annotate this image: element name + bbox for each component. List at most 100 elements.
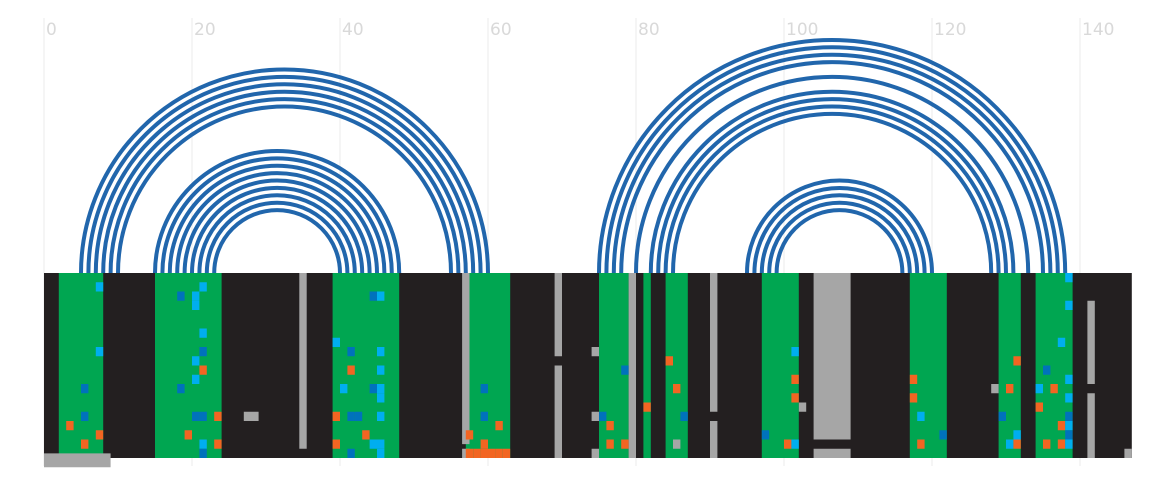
- arc: [93, 82, 476, 274]
- cell-mark: [761, 430, 770, 440]
- arc: [597, 37, 1068, 274]
- cell-mark: [347, 365, 355, 375]
- cell-mark: [377, 291, 385, 301]
- cell-mark: [621, 439, 629, 449]
- x-tick-label: 0: [46, 20, 57, 40]
- cell-mark: [199, 347, 207, 357]
- cell-mark: [354, 411, 363, 421]
- cell-mark: [909, 374, 918, 384]
- cell-mark: [184, 430, 192, 440]
- arc: [745, 178, 934, 274]
- arc: [752, 185, 927, 274]
- arc: [175, 171, 379, 274]
- cell-mark: [1013, 430, 1021, 440]
- grey-mark: [44, 453, 111, 468]
- grey-mark: [628, 273, 636, 458]
- cell-mark: [377, 439, 385, 449]
- cell-mark: [199, 282, 207, 292]
- cell-mark: [480, 448, 488, 458]
- arc: [767, 200, 912, 274]
- cell-mark: [1065, 374, 1073, 384]
- grey-mark: [554, 365, 562, 458]
- arc: [204, 200, 350, 274]
- cell-mark: [377, 384, 385, 394]
- grey-mark: [710, 273, 718, 412]
- grey-mark: [798, 402, 807, 412]
- x-tick-label: 40: [342, 20, 364, 40]
- grey-mark: [299, 273, 307, 449]
- cell-mark: [673, 384, 681, 394]
- arc: [108, 97, 461, 274]
- x-tick-label: 60: [490, 20, 512, 40]
- cell-mark: [377, 347, 385, 357]
- cell-mark: [192, 374, 200, 384]
- grey-mark: [813, 273, 851, 440]
- cell-mark: [81, 439, 89, 449]
- grey-mark: [591, 347, 599, 357]
- arc: [86, 74, 483, 274]
- cell-mark: [917, 439, 925, 449]
- x-tick-label: 100: [786, 20, 818, 40]
- cell-mark: [369, 439, 377, 449]
- cell-mark: [473, 448, 481, 458]
- cell-mark: [465, 430, 474, 440]
- grey-mark: [1124, 448, 1132, 458]
- cell-mark: [214, 439, 222, 449]
- arc: [116, 104, 453, 274]
- cell-mark: [192, 291, 200, 301]
- arcs: [79, 37, 1068, 274]
- cell-mark: [1065, 300, 1073, 310]
- cell-mark: [81, 384, 89, 394]
- cell-mark: [643, 402, 651, 412]
- cell-mark: [199, 439, 207, 449]
- cell-mark: [199, 411, 207, 421]
- cell-mark: [332, 337, 340, 347]
- cell-mark: [1065, 430, 1073, 440]
- cell-mark: [1057, 439, 1066, 449]
- cell-mark: [791, 374, 799, 384]
- x-tick-label: 20: [194, 20, 216, 40]
- arc: [634, 74, 1031, 274]
- cell-mark: [192, 300, 200, 310]
- cell-mark: [362, 430, 370, 440]
- track-band: [44, 273, 1132, 468]
- grey-mark: [1087, 300, 1095, 384]
- arc: [190, 185, 365, 274]
- cell-mark: [495, 421, 503, 431]
- arc: [212, 208, 342, 274]
- arc: [648, 89, 1016, 274]
- cell-mark: [502, 448, 511, 458]
- grey-mark: [813, 448, 851, 458]
- arc: [153, 148, 402, 274]
- grey-mark: [710, 421, 718, 458]
- cell-mark: [1006, 439, 1014, 449]
- x-tick-label: 120: [934, 20, 966, 40]
- x-tick-label: 80: [638, 20, 660, 40]
- arc: [79, 67, 490, 274]
- cell-mark: [1065, 273, 1073, 283]
- cell-mark: [495, 448, 503, 458]
- arc: [160, 156, 394, 274]
- cell-mark: [199, 328, 207, 338]
- cell-mark: [1043, 439, 1051, 449]
- cell-mark: [784, 439, 792, 449]
- cell-mark: [199, 448, 207, 458]
- cell-mark: [480, 411, 488, 421]
- cell-mark: [377, 448, 385, 458]
- cell-mark: [1035, 384, 1043, 394]
- cell-mark: [347, 411, 355, 421]
- arc: [774, 208, 905, 274]
- cell-mark: [599, 411, 607, 421]
- cell-mark: [1013, 439, 1021, 449]
- cell-mark: [347, 448, 355, 458]
- cell-mark: [791, 393, 799, 403]
- cell-mark: [369, 384, 377, 394]
- grey-mark: [462, 273, 470, 445]
- arc: [656, 97, 1008, 274]
- cell-mark: [488, 448, 496, 458]
- arc: [611, 52, 1053, 274]
- stem-region: [761, 273, 799, 458]
